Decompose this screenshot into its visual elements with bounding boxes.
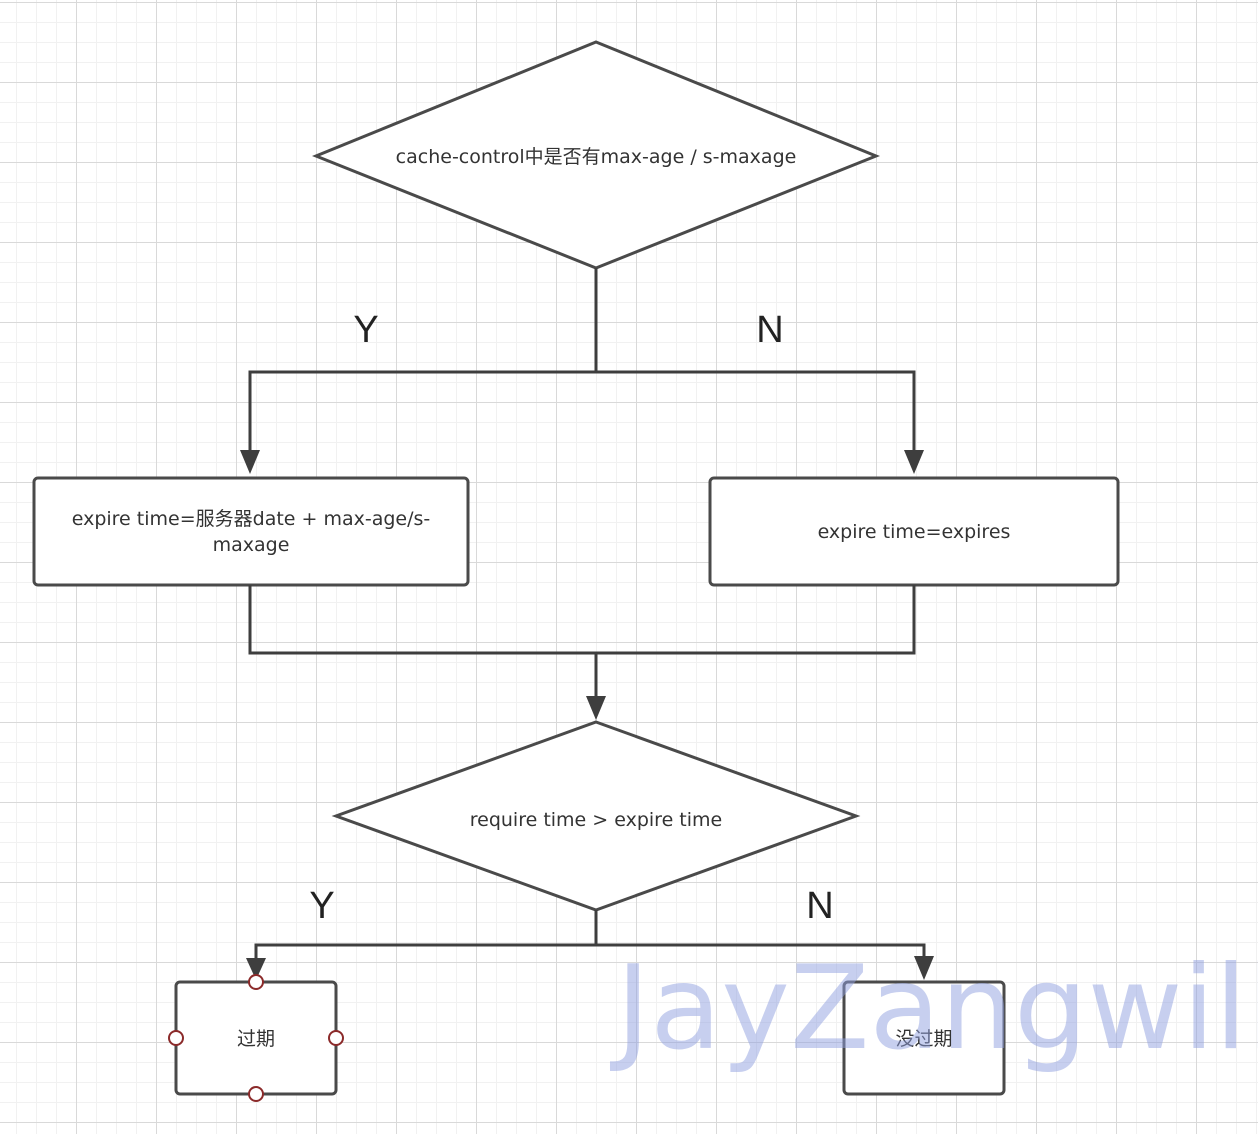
result-box-not-expired[interactable] <box>842 980 1006 1096</box>
connection-handle-right[interactable] <box>328 1030 344 1046</box>
arrow-to-decision-2 <box>586 696 606 720</box>
process-box-expires[interactable]: expire time=expires <box>708 476 1120 587</box>
process-box-left[interactable] <box>32 476 470 587</box>
watermark: JayZangwill <box>610 941 1258 1076</box>
arrow-to-expired <box>246 958 266 980</box>
arrow-to-left-box <box>240 450 260 474</box>
connector-split-bottom <box>254 943 926 962</box>
result-expired[interactable]: 过期 <box>168 974 344 1102</box>
process-right-label: expire time=expires <box>818 521 1011 543</box>
branch-label-top-yes: Y <box>353 309 378 351</box>
decision-2-label: require time > expire time <box>470 809 723 831</box>
decision-has-max-age[interactable]: cache-control中是否有max-age / s-maxage <box>311 40 881 270</box>
decision-require-vs-expire[interactable]: require time > expire time <box>331 720 861 912</box>
result-not-expired-label: 没过期 <box>895 1028 952 1050</box>
process-left-line1: expire time=服务器date + max-age/s- <box>72 508 431 530</box>
result-not-expired[interactable]: 没过期 <box>842 980 1006 1096</box>
branch-label-bottom-no: N <box>806 885 833 927</box>
decision-1-label: cache-control中是否有max-age / s-maxage <box>396 146 797 168</box>
arrow-to-right-box <box>904 450 924 474</box>
process-left-line2: maxage <box>213 534 290 556</box>
arrow-to-not-expired <box>914 956 934 980</box>
branch-label-top-no: N <box>756 309 783 351</box>
connection-handle-left[interactable] <box>168 1030 184 1046</box>
connection-handle-top[interactable] <box>248 974 264 990</box>
connection-handle-bottom[interactable] <box>248 1086 264 1102</box>
connector-split-top <box>248 370 916 456</box>
connector-merge <box>248 585 916 655</box>
result-expired-label: 过期 <box>237 1028 275 1050</box>
process-box-max-age[interactable]: expire time=服务器date + max-age/s- maxage <box>32 476 470 587</box>
branch-label-bottom-yes: Y <box>309 885 334 927</box>
